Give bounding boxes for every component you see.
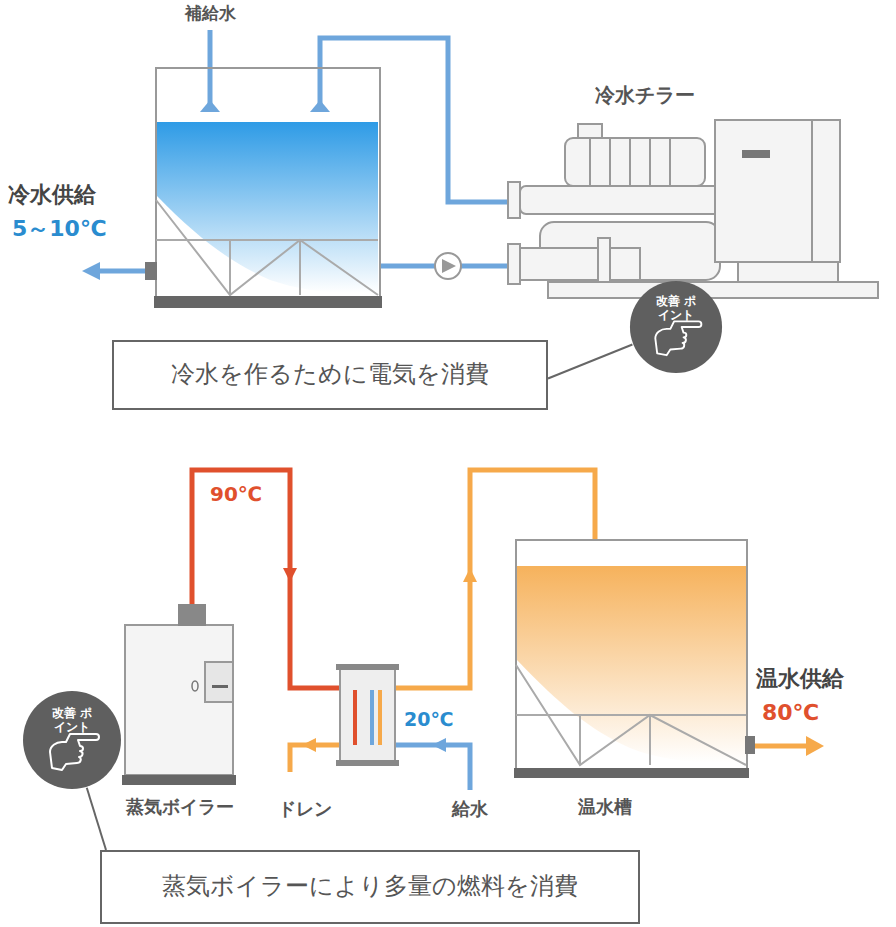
flow-arrow bbox=[432, 738, 446, 752]
flow-arrow bbox=[463, 568, 477, 582]
diagram-label: 冷水供給 bbox=[8, 180, 96, 210]
callout-box: 冷水を作るために電気を消費 bbox=[112, 340, 548, 410]
flow-arrow bbox=[283, 568, 297, 582]
badge-text: 改善 ポイント bbox=[47, 706, 97, 735]
diagram-label: 80℃ bbox=[762, 700, 819, 725]
cold-out-arrow bbox=[82, 262, 100, 280]
hot-out-arrow bbox=[806, 736, 824, 756]
nozzle bbox=[200, 100, 220, 112]
leader-line bbox=[548, 345, 632, 379]
diagram-label: 90℃ bbox=[210, 482, 262, 506]
improvement-badge: 改善 ポイント bbox=[22, 690, 122, 790]
diagram-label: 20℃ bbox=[404, 708, 453, 730]
equipment-name: 冷水チラー bbox=[595, 82, 695, 108]
diagram-label: 給水 bbox=[452, 797, 488, 821]
improvement-badge: 改善 ポイント bbox=[629, 280, 723, 374]
callout-box: 蒸気ボイラーにより多量の燃料を消費 bbox=[100, 850, 640, 924]
steam-boiler bbox=[122, 604, 236, 785]
heat-exchanger bbox=[336, 664, 399, 766]
flow-arrow bbox=[302, 738, 316, 752]
cold-tank bbox=[145, 68, 382, 308]
callout-text: 蒸気ボイラーにより多量の燃料を消費 bbox=[162, 871, 578, 902]
chiller bbox=[508, 120, 878, 298]
pump bbox=[435, 253, 461, 279]
diagram-label: 5～10℃ bbox=[12, 214, 107, 244]
badge-circle bbox=[22, 690, 122, 790]
hot-pipes bbox=[192, 470, 808, 790]
equipment-name: 温水槽 bbox=[578, 795, 632, 818]
equipment-label: 温水槽 bbox=[505, 795, 705, 825]
pump-arrow bbox=[442, 259, 456, 273]
equipment-name: 蒸気ボイラー bbox=[126, 795, 234, 818]
nozzle bbox=[310, 100, 330, 112]
diagram-label: 温水供給 bbox=[756, 664, 844, 694]
leader-line bbox=[87, 788, 106, 850]
badge-text: 改善 ポイント bbox=[651, 294, 701, 323]
diagram-label: ドレン bbox=[278, 797, 332, 821]
control-panel bbox=[742, 150, 770, 158]
hot-tank bbox=[514, 540, 755, 778]
diagram-label: 補給水 bbox=[185, 2, 236, 25]
equipment-label: 蒸気ボイラー bbox=[100, 795, 260, 825]
callout-text: 冷水を作るために電気を消費 bbox=[171, 359, 489, 390]
cold-out-pipe bbox=[98, 269, 145, 274]
equipment-label: 冷水チラー bbox=[460, 82, 830, 122]
